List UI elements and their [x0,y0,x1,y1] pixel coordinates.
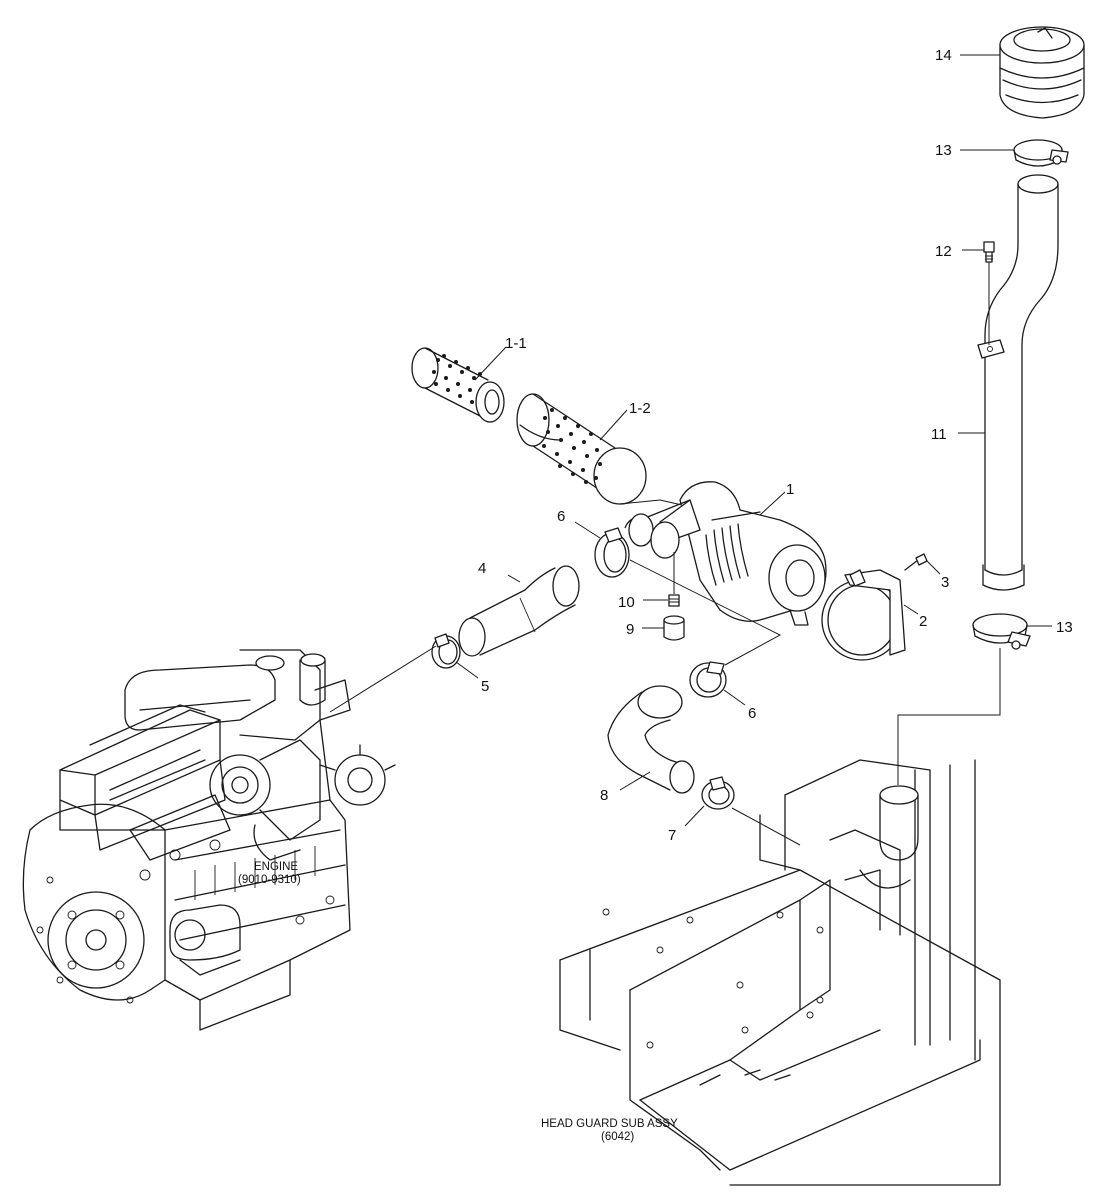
callout-10: 10 [618,594,635,611]
callout-14: 14 [935,47,952,64]
part-4-hose [458,565,580,657]
callout-1-1: 1-1 [505,335,527,352]
callout-numbers: 14 13 12 11 13 1-1 1-2 1 6 3 4 2 10 9 5 … [478,47,1073,844]
part-12-bolt [983,241,995,263]
callout-11: 11 [931,426,947,443]
part-6-clamp-lower [689,661,727,698]
callout-1-2: 1-2 [629,400,651,417]
part-2-band-clamp [821,569,906,661]
part-8-elbow-hose [607,685,695,794]
callout-12: 12 [935,243,952,260]
part-9-valve [663,615,685,641]
engine-assembly [22,649,396,1031]
captions: ENGINE (9010-9310) HEAD GUARD SUB ASSY (… [238,861,678,1143]
callout-5: 5 [481,678,489,695]
part-14-pre-cleaner [999,26,1085,119]
engine-code-label: (9010-9310) [238,874,301,886]
part-7-clamp [701,776,735,810]
head-guard-code-label: (6042) [601,1131,634,1143]
leader-lines [329,54,1052,846]
callout-13-top: 13 [935,142,952,159]
callout-4: 4 [478,560,486,577]
part-1-2-outer-filter [516,393,647,505]
part-5-clamp [431,633,461,669]
callout-3: 3 [941,574,949,591]
callout-2: 2 [919,613,927,630]
part-13-clamp-bottom [972,613,1031,650]
callout-7: 7 [668,827,676,844]
callout-1: 1 [786,481,794,498]
callout-6-lower: 6 [748,705,756,722]
part-13-clamp-top [1013,139,1069,167]
callout-8: 8 [600,787,608,804]
callout-6-upper: 6 [557,508,565,525]
head-guard-label: HEAD GUARD SUB ASSY [541,1118,678,1130]
callout-9: 9 [626,621,634,638]
part-11-intake-pipe [977,174,1059,591]
part-3-bolt [904,553,928,571]
callout-13-bottom: 13 [1056,619,1073,636]
head-guard-sub-assy [559,759,1001,1186]
part-6-clamp-upper [594,527,630,578]
part-1-1-inner-filter [411,347,505,423]
engine-label: ENGINE [254,861,298,873]
part-10-fitting [668,594,680,607]
part-1-air-cleaner-body [624,481,827,626]
